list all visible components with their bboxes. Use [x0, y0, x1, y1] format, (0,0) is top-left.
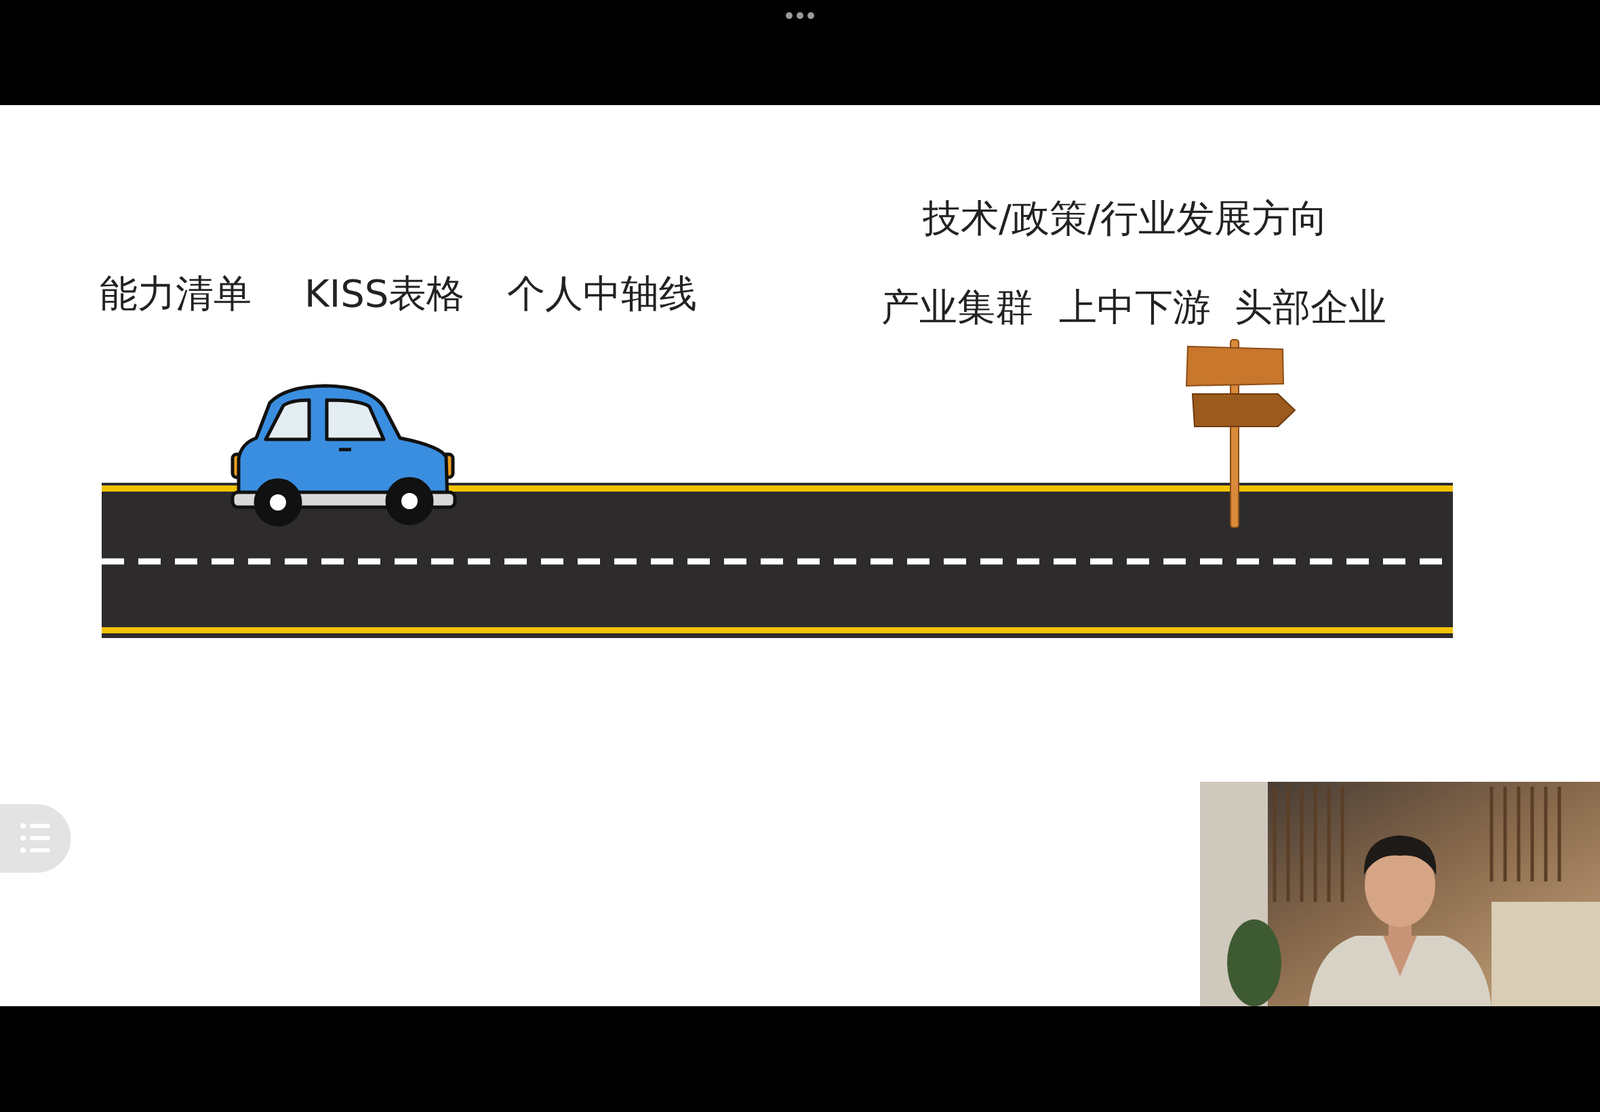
label-text: 上中下游	[1058, 286, 1211, 329]
label-text: 能力清单	[99, 272, 252, 315]
top-bar	[0, 0, 1600, 106]
label-text: KISS表格	[304, 272, 465, 315]
more-dots	[785, 12, 815, 19]
label-text: 头部企业	[1234, 286, 1387, 329]
menu-button	[0, 804, 71, 873]
road	[101, 482, 1453, 638]
bottom-bar	[0, 1006, 1600, 1112]
label-text: 产业集群	[881, 286, 1034, 329]
label-text: 个人中轴线	[507, 272, 697, 315]
signpost	[1186, 339, 1295, 528]
car	[232, 385, 455, 525]
label-text: 技术/政策/行业发展方向	[922, 197, 1329, 240]
video-inset	[1200, 781, 1600, 1007]
